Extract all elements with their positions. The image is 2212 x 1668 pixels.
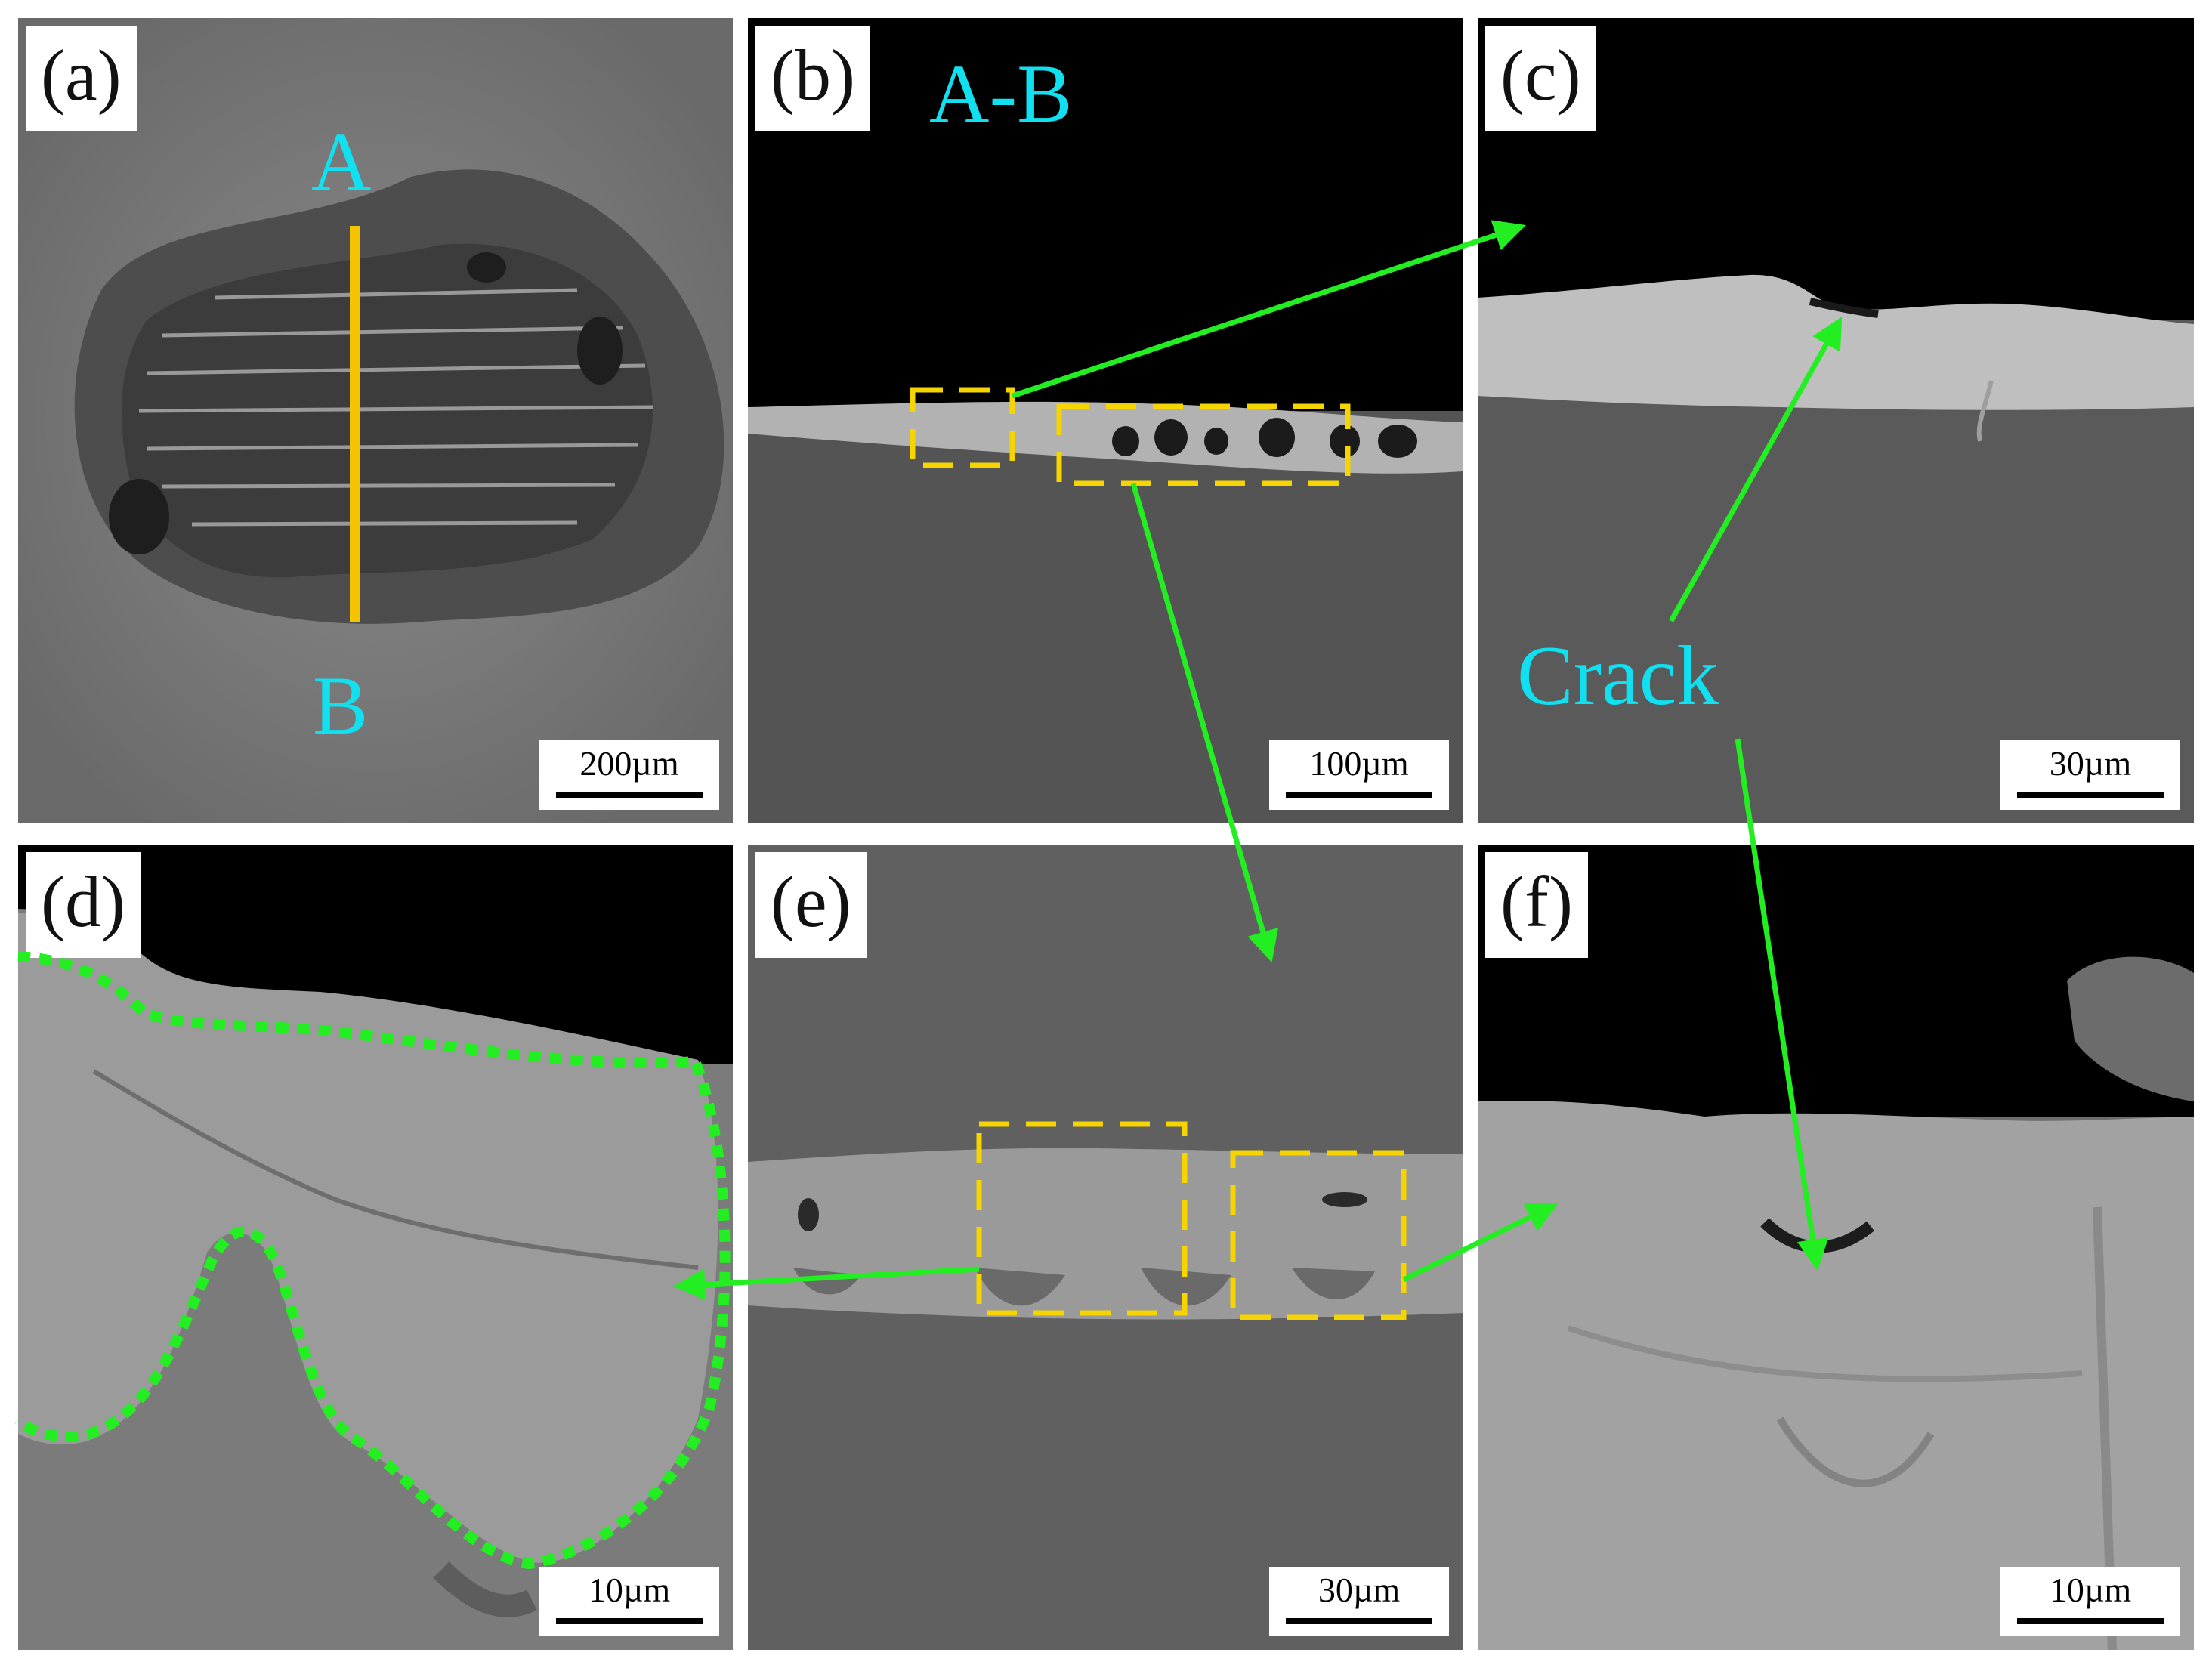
scale-bar-b: 100µm bbox=[1269, 740, 1449, 810]
sem-image-f bbox=[1478, 845, 2194, 1650]
scale-bar-line-f bbox=[2017, 1618, 2164, 1624]
scale-bar-label-a: 200µm bbox=[579, 744, 679, 783]
sem-image-d bbox=[18, 845, 733, 1650]
scale-bar-line-c bbox=[2017, 792, 2164, 798]
scale-bar-label-b: 100µm bbox=[1309, 744, 1409, 783]
point-b-label: B bbox=[313, 659, 369, 752]
scale-bar-line-b bbox=[1286, 792, 1432, 798]
panel-label-d: (d) bbox=[26, 852, 141, 958]
scale-bar-e: 30µm bbox=[1269, 1567, 1449, 1636]
scale-bar-c: 30µm bbox=[2000, 740, 2180, 810]
panel-f: (f) 10µm bbox=[1478, 845, 2194, 1650]
panel-label-c: (c) bbox=[1485, 26, 1596, 131]
sem-image-a bbox=[18, 18, 733, 823]
panel-c: (c) Crack 30µm bbox=[1478, 18, 2194, 823]
panel-b: (b) A-B 100µm bbox=[748, 18, 1463, 823]
crack-label: Crack bbox=[1517, 629, 1719, 723]
scale-bar-line-d bbox=[556, 1618, 703, 1624]
panel-label-f: (f) bbox=[1485, 852, 1588, 958]
panel-label-b: (b) bbox=[755, 26, 870, 131]
panel-d: (d) 10µm bbox=[18, 845, 733, 1650]
section-label: A-B bbox=[929, 48, 1073, 140]
sem-image-e bbox=[748, 845, 1463, 1650]
panel-e: (e) 30µm bbox=[748, 845, 1463, 1650]
scale-bar-label-f: 10µm bbox=[2049, 1571, 2132, 1609]
panel-label-a: (a) bbox=[26, 26, 137, 131]
scale-bar-label-d: 10µm bbox=[588, 1571, 671, 1609]
panel-a: (a) A B 200µm bbox=[18, 18, 733, 823]
scale-bar-line-e bbox=[1286, 1618, 1432, 1624]
point-a-label: A bbox=[311, 116, 372, 208]
scale-bar-f: 10µm bbox=[2000, 1567, 2180, 1636]
panel-label-e: (e) bbox=[755, 852, 867, 958]
scale-bar-label-e: 30µm bbox=[1318, 1571, 1401, 1609]
scale-bar-d: 10µm bbox=[539, 1567, 719, 1636]
sem-image-b bbox=[748, 18, 1463, 823]
scale-bar-label-c: 30µm bbox=[2049, 744, 2132, 783]
scale-bar-line-a bbox=[556, 792, 703, 798]
scale-bar-a: 200µm bbox=[539, 740, 719, 810]
